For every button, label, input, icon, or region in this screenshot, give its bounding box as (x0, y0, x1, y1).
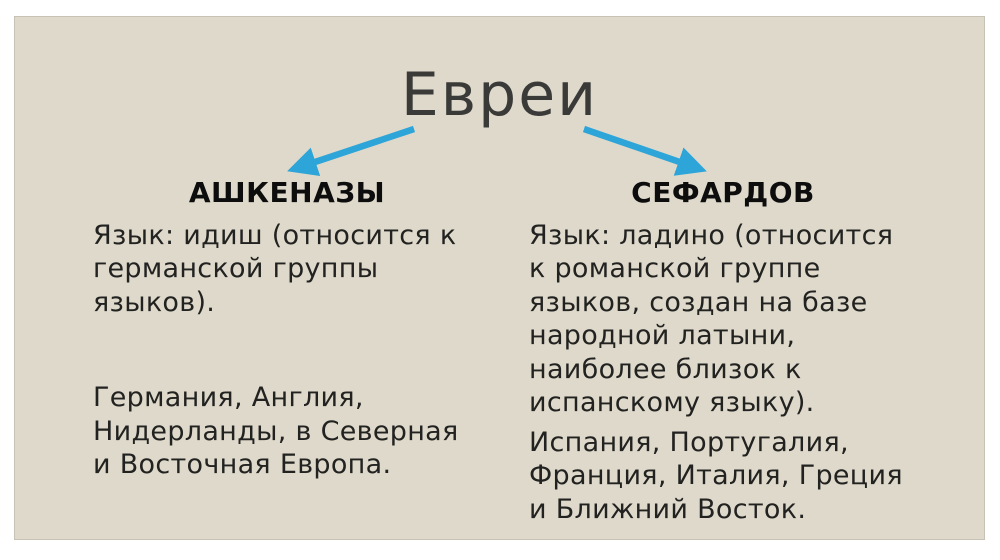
sefardov-regions-paragraph: Испания, Португалия, Франция, Италия, Гр… (529, 426, 903, 525)
ashkenazi-language-paragraph: Язык: идиш (относится к германской групп… (93, 220, 457, 318)
column-heading-ashkenazi: АШКЕНАЗЫ (188, 176, 386, 209)
column-sefardov: СЕФАРДОВ Язык: ладино (относится к роман… (529, 177, 917, 526)
ashkenazi-regions-paragraph: Германия, Англия, Нидерланды, в Северная… (93, 382, 459, 481)
slide-title: Евреи (400, 60, 599, 130)
sefardov-language-paragraph: Язык: ладино (относится к романской груп… (529, 220, 894, 419)
arrow-down-right-icon (582, 125, 707, 176)
arrow-down-left-icon (287, 125, 416, 177)
column-ashkenazi: АШКЕНАЗЫ Язык: идиш (относится к германс… (93, 177, 481, 482)
slide: Евреи АШКЕНАЗЫ Язык: идиш (относится к г… (14, 16, 985, 540)
column-heading-sefardov: СЕФАРДОВ (631, 176, 815, 209)
